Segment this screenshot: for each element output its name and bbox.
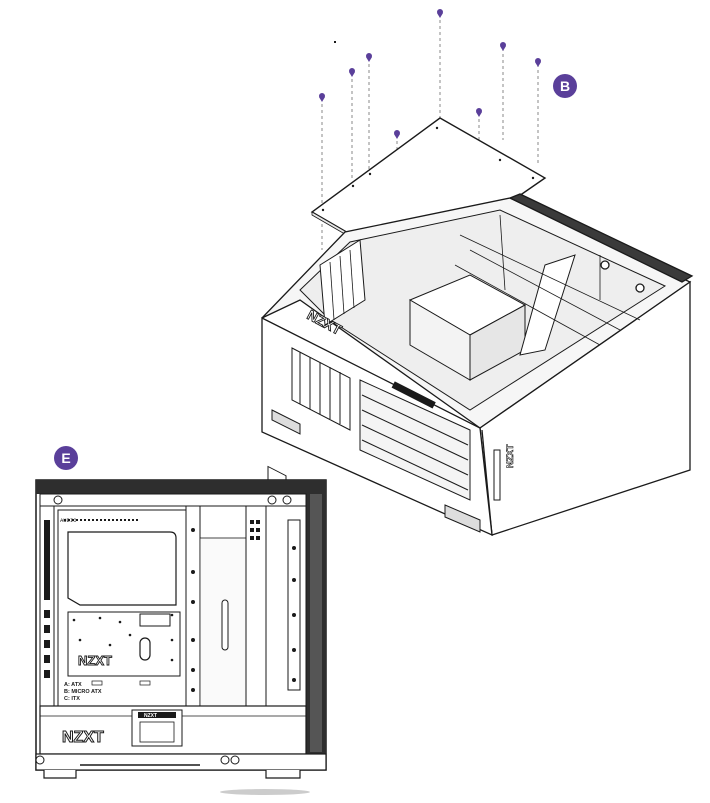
screw-pin-icon [366, 53, 372, 62]
side-logo: NZXT [505, 444, 516, 469]
screw-pin-icon [349, 68, 355, 77]
size-label-matx: B: MICRO ATX [64, 689, 102, 695]
callout-e-label: E [61, 450, 70, 466]
side-logo-text: NZXT [505, 444, 515, 468]
side-latch [493, 449, 501, 501]
callout-b-label: B [560, 78, 570, 94]
callout-e: E [54, 446, 78, 470]
top-assembly: NZXT NZXT [261, 9, 694, 555]
screw-pin-icon [500, 42, 506, 51]
top-mesh [36, 480, 326, 494]
size-label-atx: A: ATX [64, 682, 82, 688]
floor-shadow [220, 789, 310, 795]
foot-right [265, 770, 301, 779]
screw-pin-icon [394, 130, 400, 139]
screw-pin-icon [476, 108, 482, 117]
shroud-small-logo: NZXT [144, 713, 157, 719]
shroud-logo: NZXT [62, 729, 104, 746]
side-view: E AUDIO [35, 446, 327, 795]
screw-pin-icon [535, 58, 541, 67]
screw-pin-icon [437, 9, 443, 18]
callout-b: B [553, 74, 577, 98]
tray-logo: NZXT [78, 653, 112, 668]
size-label-itx: C: ITX [64, 696, 80, 702]
foot-left [43, 770, 77, 779]
screw-pin-icon [319, 93, 325, 102]
cpu-cutout [67, 531, 177, 606]
